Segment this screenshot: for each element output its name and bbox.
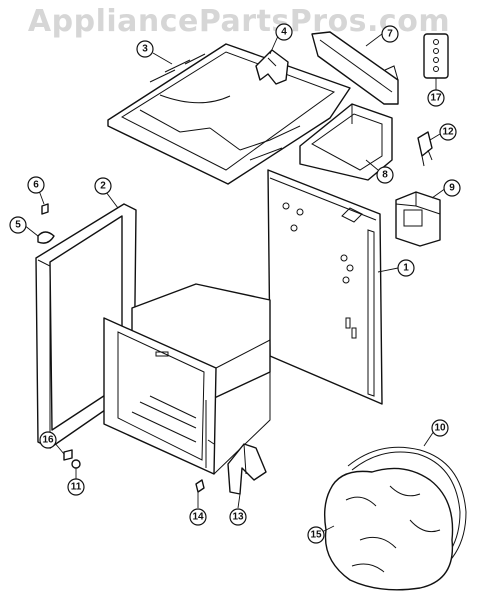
callout-8: 8 <box>376 166 394 184</box>
part-bracket <box>255 49 289 85</box>
svg-text:15: 15 <box>310 530 322 541</box>
leader-lines <box>23 33 447 533</box>
svg-text:5: 5 <box>15 220 21 231</box>
svg-text:11: 11 <box>71 482 82 493</box>
svg-text:10: 10 <box>434 423 446 434</box>
part-screw <box>41 203 49 215</box>
part-bumper <box>37 231 55 244</box>
callout-3: 3 <box>136 40 154 58</box>
svg-text:8: 8 <box>382 170 388 181</box>
callout-11: 11 <box>67 478 85 496</box>
svg-text:3: 3 <box>142 44 148 55</box>
callout-12: 12 <box>439 123 457 141</box>
svg-text:12: 12 <box>442 127 454 138</box>
part-burner-box <box>107 43 351 185</box>
svg-text:6: 6 <box>33 180 39 191</box>
callout-13: 13 <box>229 508 247 526</box>
part-junction-box <box>395 191 441 247</box>
part-switch <box>417 131 433 167</box>
callout-10: 10 <box>431 419 449 437</box>
callout-5: 5 <box>9 216 27 234</box>
part-angle-bracket <box>311 31 399 105</box>
callout-2: 2 <box>94 177 112 195</box>
svg-text:2: 2 <box>100 181 106 192</box>
part-side-panel <box>267 169 383 405</box>
svg-text:1: 1 <box>403 263 409 274</box>
watermark-text: AppliancePartsPros.com <box>27 4 451 39</box>
svg-text:9: 9 <box>449 183 455 194</box>
part-door-hinge <box>227 443 267 495</box>
callout-16: 16 <box>39 431 57 449</box>
callout-17: 17 <box>427 89 445 107</box>
part-terminal-block <box>423 33 449 79</box>
part-nut <box>71 459 81 469</box>
part-insulation-blanket <box>323 467 454 591</box>
callout-6: 6 <box>27 176 45 194</box>
part-pin <box>195 479 205 493</box>
part-screw-small <box>63 449 73 461</box>
callout-14: 14 <box>189 508 207 526</box>
svg-text:17: 17 <box>430 93 442 104</box>
callout-1: 1 <box>397 259 415 277</box>
svg-text:13: 13 <box>232 512 244 523</box>
svg-text:16: 16 <box>42 435 54 446</box>
part-vent-duct <box>299 103 393 181</box>
svg-text:7: 7 <box>387 29 393 40</box>
callout-7: 7 <box>381 25 399 43</box>
svg-text:14: 14 <box>192 512 204 523</box>
callout-4: 4 <box>275 23 293 41</box>
callout-15: 15 <box>307 526 325 544</box>
svg-text:4: 4 <box>281 27 287 38</box>
callout-9: 9 <box>443 179 461 197</box>
